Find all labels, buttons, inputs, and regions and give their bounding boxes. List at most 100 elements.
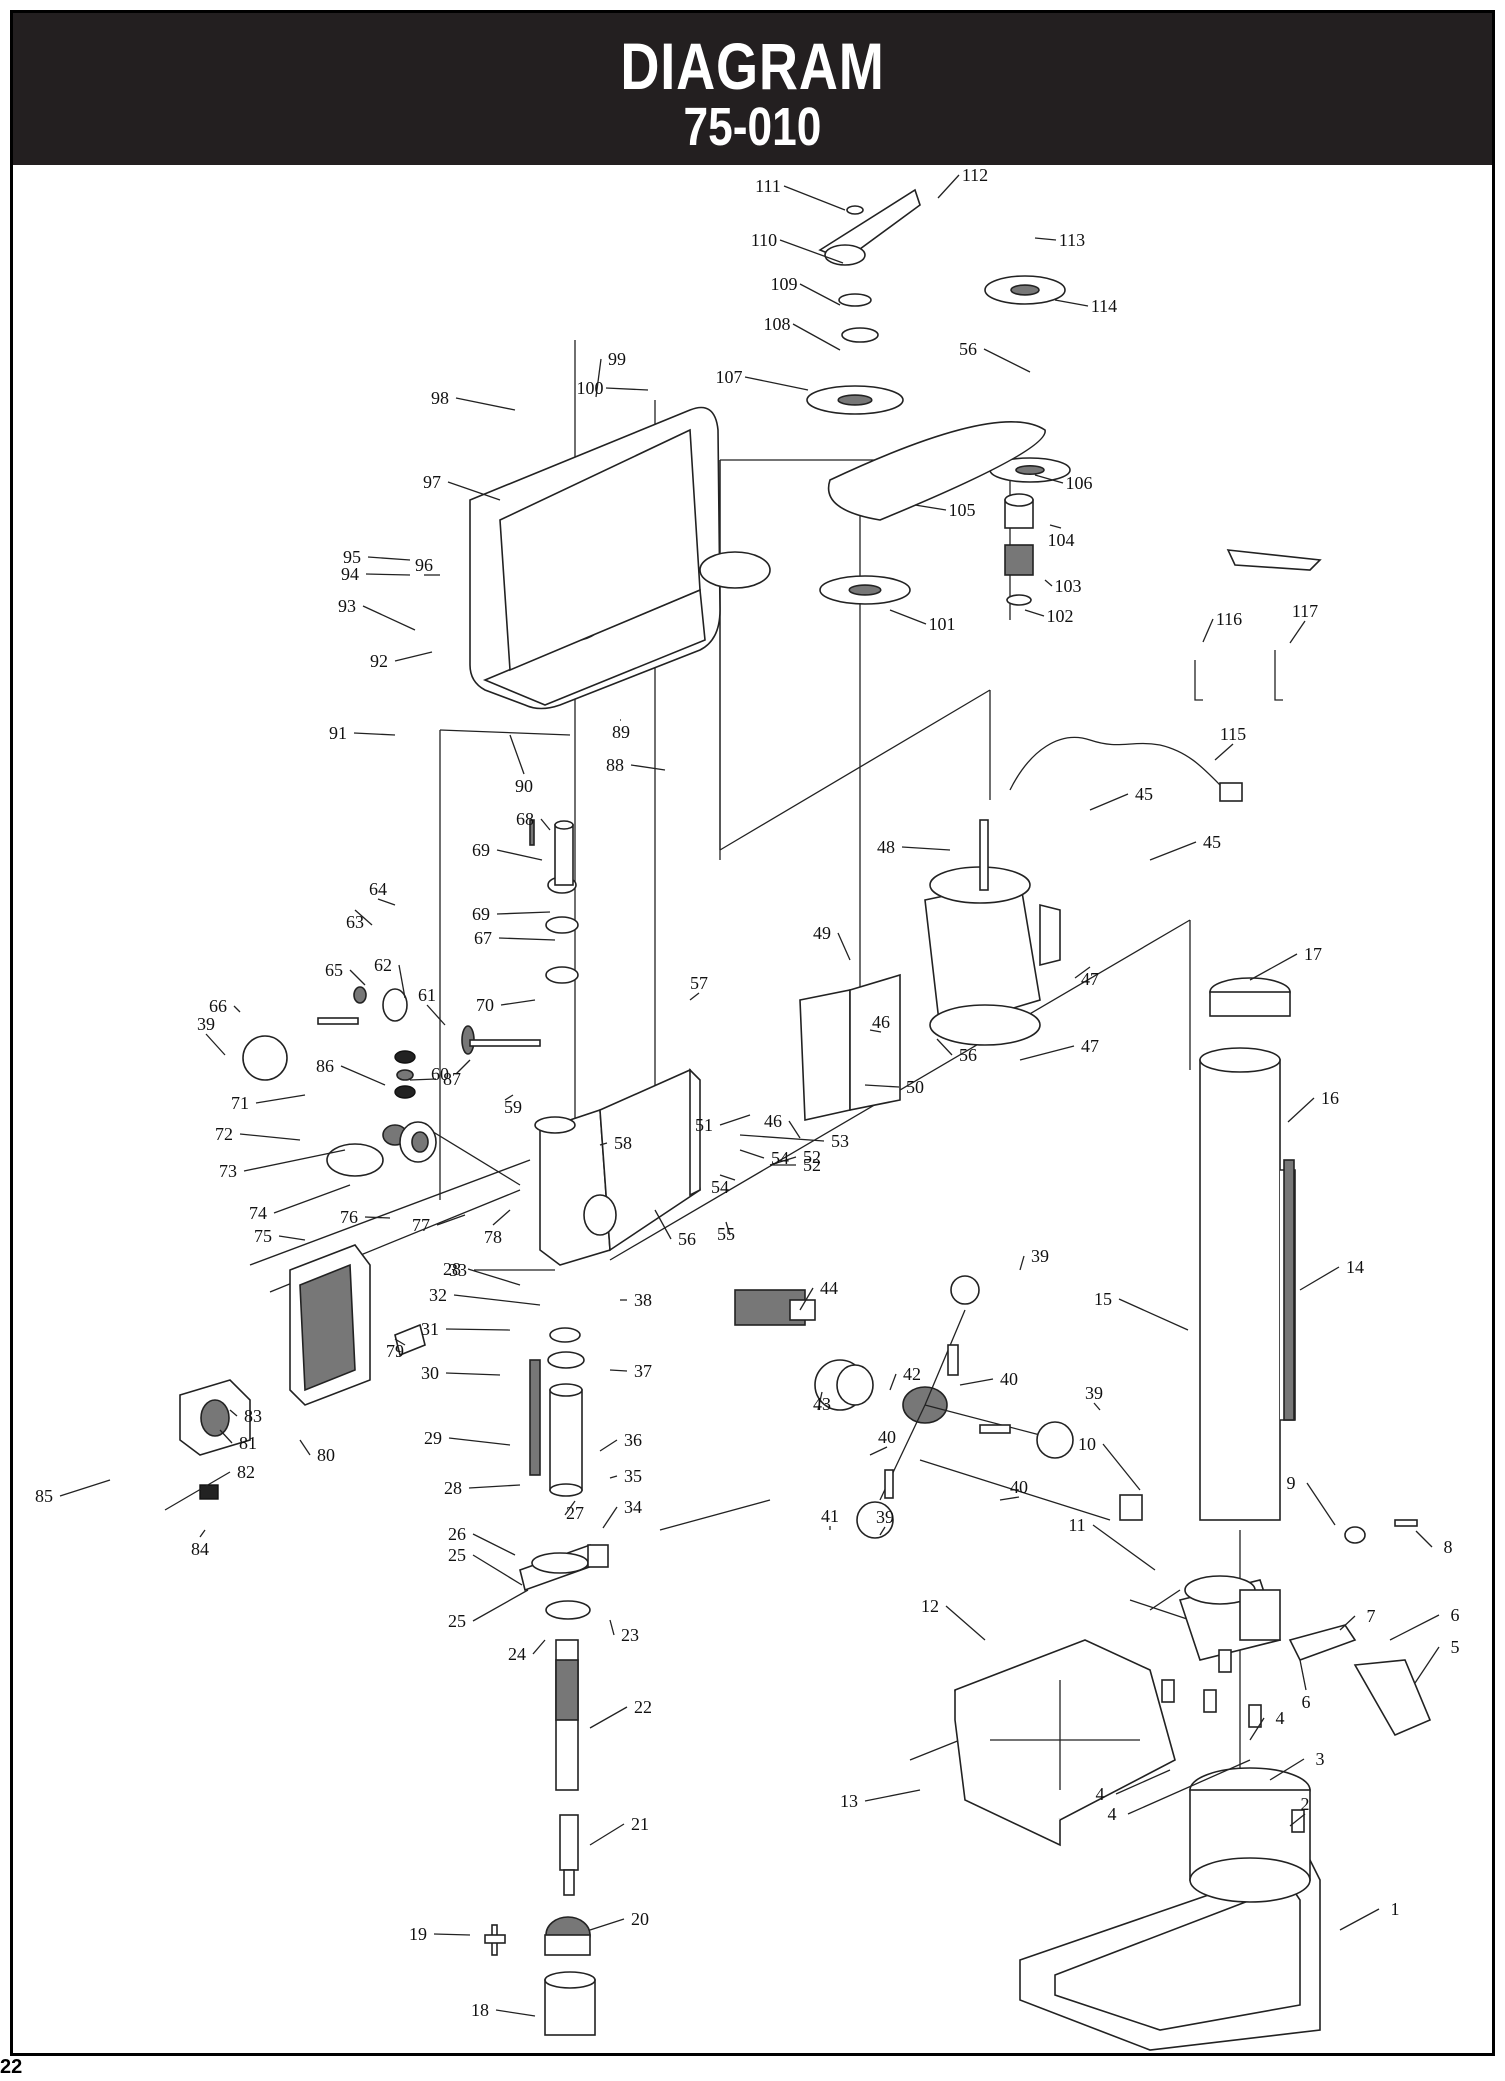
leader-line [1389,1614,1440,1641]
part-shape [1288,1624,1357,1661]
leader-line [1019,1045,1075,1061]
part-shape [469,1039,541,1047]
leader-line [448,1437,511,1446]
part-shape [1291,1809,1305,1833]
part-shape [534,1116,576,1134]
part-label-52: 52 [803,1155,821,1175]
leader-line [433,1933,471,1936]
part-label-54: 54 [711,1177,729,1197]
part-number-labels: 1234445667891011121314151617181920212223… [35,165,1460,2020]
part-label-73: 73 [219,1161,237,1181]
part-shape [1218,1649,1232,1673]
leader-line [353,732,396,736]
leader-line [233,1005,241,1013]
leader-line [445,1372,501,1376]
pulleys [806,188,1071,606]
part-label-82: 82 [237,1462,255,1482]
leader-line [869,1446,888,1456]
part-shape [1394,1519,1418,1527]
part-label-61: 61 [418,985,436,1005]
part-shape [689,1068,701,1197]
diagram-frame: DIAGRAM 75-010 [10,10,1495,2056]
leader-line [540,818,551,831]
part-shape [559,1814,579,1871]
part-shape [554,824,574,886]
part-shape [200,1399,230,1437]
part-label-12: 12 [921,1596,939,1616]
part-label-108: 108 [764,314,791,334]
leader-line [468,1484,521,1489]
part-label-112: 112 [962,165,988,185]
leader-line [719,1174,736,1181]
part-label-70: 70 [476,995,494,1015]
assembly-line [924,1309,966,1406]
leader-line [455,397,516,411]
part-label-46: 46 [764,1111,782,1131]
part-shape [353,986,367,1004]
part-shape [947,1344,959,1376]
assembly-line [1149,1589,1181,1611]
table-bracket [1178,1575,1282,1661]
leader-line [1149,841,1197,861]
assembly-line [659,1499,771,1531]
part-shape [242,1035,288,1081]
part-shape [317,1017,359,1025]
part-shape [1004,544,1034,576]
part-shape [1274,650,1283,701]
assembly-line [719,689,991,851]
leader-lines [59,174,1440,2017]
spindle-assembly [484,1327,609,2036]
part-label-52: 52 [803,1147,821,1167]
leader-line [564,1500,576,1516]
part-label-117: 117 [1292,601,1318,621]
leader-line [1214,743,1234,761]
leader-line [779,239,844,264]
part-label-79: 79 [386,1341,404,1361]
part-label-47: 47 [1081,1036,1099,1056]
small-hardware [1119,1494,1432,1833]
part-label-69: 69 [472,840,490,860]
part-label-34: 34 [624,1497,642,1517]
leader-line [937,174,960,199]
leader-line [1287,1097,1315,1123]
part-label-6: 6 [1302,1692,1311,1712]
leader-line [769,1156,797,1166]
part-shape [326,1143,384,1177]
part-label-39: 39 [197,1014,215,1034]
leader-line [864,1084,900,1088]
leader-line [1074,966,1091,979]
part-label-26: 26 [448,1524,466,1544]
part-label-96: 96 [415,555,433,575]
belt-guard [469,406,771,710]
part-label-65: 65 [325,960,343,980]
part-shape [1344,1526,1366,1544]
part-label-72: 72 [215,1124,233,1144]
part-label-37: 37 [634,1361,652,1381]
part-shape [394,1323,426,1357]
leader-line [1092,1524,1156,1571]
leader-line [602,1506,618,1529]
leader-line [1034,474,1064,484]
part-label-59: 59 [504,1097,522,1117]
part-shape [545,916,579,934]
part-shape [1161,1679,1175,1703]
part-label-58: 58 [614,1133,632,1153]
part-shape [529,1359,541,1476]
leader-line [609,1475,618,1479]
part-label-99: 99 [608,349,626,369]
part-label-80: 80 [317,1445,335,1465]
part-shape [544,1979,596,2036]
model-number: 75-010 [683,97,822,157]
leader-line [936,1038,953,1056]
part-label-103: 103 [1055,576,1082,596]
leader-line [599,1142,608,1146]
leader-line [492,1209,511,1226]
leader-line [792,323,841,351]
part-shape [838,293,872,307]
leader-line [1118,1298,1189,1331]
part-label-53: 53 [831,1131,849,1151]
part-shape [555,1659,579,1721]
part-label-2: 2 [1301,1794,1310,1814]
part-label-69: 69 [472,904,490,924]
part-label-100: 100 [577,378,604,398]
